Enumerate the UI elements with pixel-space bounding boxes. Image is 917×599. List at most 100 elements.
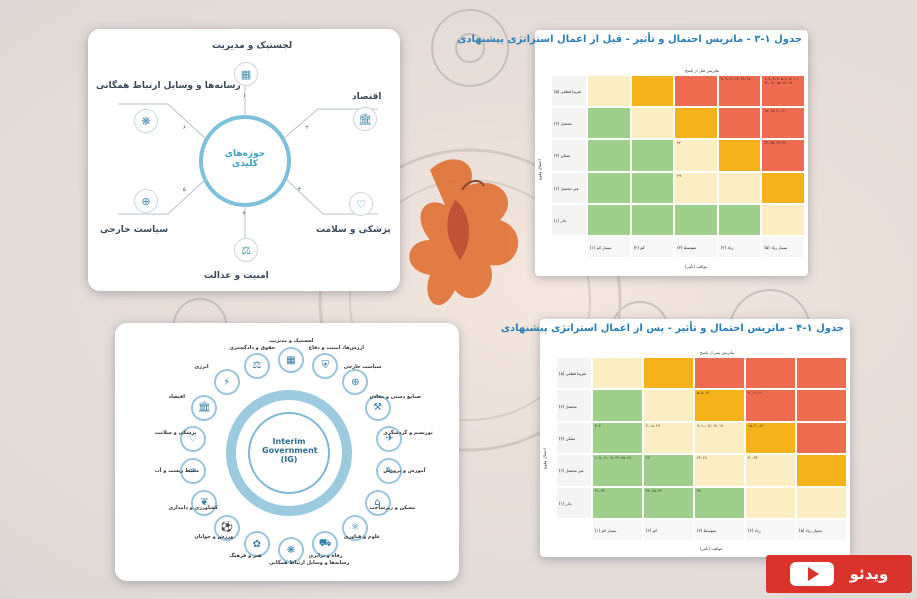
art-icon: ✿ <box>243 531 270 558</box>
interim-government-item-label: توریسم و گردشگری <box>383 429 433 436</box>
matrix-cell <box>796 486 847 519</box>
matrix-cell: ۸، ۹، ۱۱، ۱۳، ۲۳، ۲۸ <box>717 75 762 108</box>
interim-government-item-label: کشاورزی و دامداری <box>168 504 218 511</box>
matrix-cell <box>674 107 718 140</box>
matrix-cell-text: ۳۱، ۳۳ <box>595 488 605 493</box>
matrix-row-label: نادر (۱) <box>556 486 592 519</box>
matrix-cell-text: ۳، ۴ <box>595 423 602 428</box>
matrix-row-label: غیر محتمل (۲) <box>551 171 587 204</box>
interim-government-item-label: لجستیک و مدیریت <box>269 338 314 344</box>
key-area-label-2: اقتصاد <box>352 92 382 102</box>
matrix-cell <box>796 357 847 390</box>
industry-icon: ⚒ <box>364 394 391 421</box>
matrix-cell-text: ۱۸، ۱۹، ۲۰، ۲۱ <box>764 109 787 114</box>
housing-icon: ⌂ <box>364 489 391 516</box>
interim-government-item-label: صنایع دستی و معادن <box>369 393 422 400</box>
matrix-cell <box>630 203 675 236</box>
matrix-cell <box>630 75 675 108</box>
interim-government-item-label: انرژی <box>194 363 209 370</box>
media-icon: ❋ <box>278 537 304 563</box>
matrix-cell <box>674 75 718 108</box>
matrix-cell <box>717 139 762 172</box>
matrix-cell <box>643 389 694 422</box>
matrix-cell-text: ۲۹ <box>677 173 681 178</box>
matrix-after-x-axis: عواقب (تأثیر) <box>700 546 723 551</box>
matrix-cell-text: ۲، ۱۸، ۲۹ <box>646 423 660 428</box>
matrix-cell: ۲۹ <box>674 171 718 204</box>
matrix-cell: ۳۷ <box>694 486 745 519</box>
justice-icon: ⚖ <box>234 238 258 262</box>
education-icon: ✎ <box>376 458 403 485</box>
globe-icon: ⊕ <box>134 189 158 213</box>
matrix-cell <box>761 171 805 204</box>
interim-government-item-label: رسانه‌ها و وسایل ارتباط همگانی <box>269 560 350 566</box>
interim-government-item-label: اقتصاد <box>168 393 185 400</box>
key-area-num-3: ۳ <box>298 187 301 193</box>
matrix-col-label-text: کم (۲) <box>633 245 645 250</box>
matrix-col-label: بسیار زیاد (۵) <box>761 236 805 258</box>
matrix-cell: ۲، ۱۸، ۲۹ <box>643 421 694 455</box>
shield-icon: ⛨ <box>312 352 339 379</box>
matrix-cell: ۳۰، ۳۲ <box>745 454 796 487</box>
environment-icon: ♒ <box>179 458 206 485</box>
energy-icon: ⚡ <box>213 369 240 396</box>
matrix-cell <box>630 171 675 204</box>
matrix-cell <box>674 203 718 236</box>
matrix-row-label-text: تقریبا قطعی (۵) <box>554 89 582 95</box>
matrix-before-card: جدول ۱-۳ - ماتریس احتمال و تأثیر - قبل ا… <box>457 30 808 276</box>
media-icon: ❋ <box>134 109 158 133</box>
key-area-label-1: لجستیک و مدیریت <box>212 41 293 51</box>
matrix-cell <box>630 139 675 172</box>
key-areas-center-title: حوزه‌های کلیدی <box>224 149 266 169</box>
bank-icon: 🏛 <box>353 107 377 131</box>
key-area-num-6: ۶ <box>183 125 186 131</box>
matrix-cell <box>587 75 631 108</box>
matrix-after-title: جدول ۱-۴ - ماتریس احتمال و تأثیر - پس از… <box>500 323 844 334</box>
matrix-cell <box>630 107 675 140</box>
phoenix-icon <box>409 159 519 306</box>
matrix-cell-text: ۵، ۸، ۱۳ <box>697 391 710 396</box>
matrix-before-top-label: ماتریس قبل از پاسخ <box>685 68 720 73</box>
matrix-before-grid: تقریبا قطعی (۵) ۸، ۹، ۱۱، ۱۳، ۲۳، ۲۸ ۱، ۲،… <box>551 75 805 258</box>
interim-government-item-label: هنر و فرهنگ <box>229 553 262 560</box>
matrix-cell: ۳۱، ۳۳ <box>592 486 643 519</box>
matrix-cell: ۲۴، ۲۵، ۲۶، ۲۷ <box>761 139 805 172</box>
interim-government-center: Interim Government (IG) <box>262 437 318 464</box>
matrix-row-label: تقریبا قطعی (۵) <box>556 357 592 390</box>
bank-icon: 🏛 <box>191 394 218 421</box>
matrix-col-label: کم (۲) <box>643 519 694 541</box>
matrix-col-label-text: بسیار کم (۱) <box>590 245 612 250</box>
matrix-col-label-text: بسیار کم (۱) <box>595 528 617 533</box>
interim-government-item-label: پزشکی و سلامت <box>154 429 197 436</box>
matrix-row-label: تقریبا قطعی (۵) <box>551 75 587 108</box>
matrix-row-label-text: نادر (۱) <box>554 217 567 223</box>
matrix-cell <box>796 389 847 422</box>
matrix-cell <box>592 389 643 422</box>
key-area-num-1: ۱ <box>243 93 246 99</box>
matrix-row-label-text: محتمل (۴) <box>559 403 577 409</box>
matrix-cell <box>717 171 762 204</box>
matrix-row-label: محتمل (۴) <box>556 389 592 422</box>
matrix-cell-text: ۶، ۱۱، ۲۱ <box>748 391 762 396</box>
interim-government-item-label: ورزش و جوانان <box>194 534 234 541</box>
interim-government-item-label: مسکن و زیرساخت <box>369 504 416 511</box>
play-icon <box>789 562 834 586</box>
matrix-cell-text: ۳۴، ۳۵، ۳۶ <box>646 488 662 493</box>
matrix-col-label: زیاد (۴) <box>717 236 762 258</box>
matrix-cell-text: ۱۵، ۲۰، ۲۶ <box>748 423 764 428</box>
matrix-col-label-text: زیاد (۴) <box>720 245 734 250</box>
key-area-label-4: امنیت و عدالت <box>204 271 269 281</box>
matrix-row-label-text: ممکن (۳) <box>554 153 571 159</box>
matrix-after-grid: تقریبا قطعی (۵) محتمل (۴) ۵، ۸، ۱۳ ۶، ۱۱، ۲… <box>556 357 847 541</box>
matrix-cell: ۱، ۲، ۳، ۴، ۵، ۶، ۷، ۱۰، ۱۲، ۱۴، ۱۵، ۱۶،… <box>761 75 805 108</box>
key-area-num-5: ۵ <box>183 187 186 193</box>
matrix-cell-text: ۲۳، ۲۸ <box>697 456 707 461</box>
matrix-col-label: بسیار کم (۱) <box>587 236 631 258</box>
matrix-cell-text: ۸، ۹، ۱۱، ۱۳، ۲۳، ۲۸ <box>720 77 751 81</box>
matrix-col-label: بسیار زیاد (۵) <box>796 519 847 541</box>
matrix-col-label-text: بسیار زیاد (۵) <box>764 245 788 250</box>
video-button[interactable]: ویدئو <box>766 555 912 593</box>
key-area-label-6: رسانه‌ها و وسایل ارتباط همگانی <box>96 81 241 91</box>
matrix-cell <box>694 357 745 390</box>
matrix-col-label-text: متوسط (۳) <box>697 528 717 533</box>
